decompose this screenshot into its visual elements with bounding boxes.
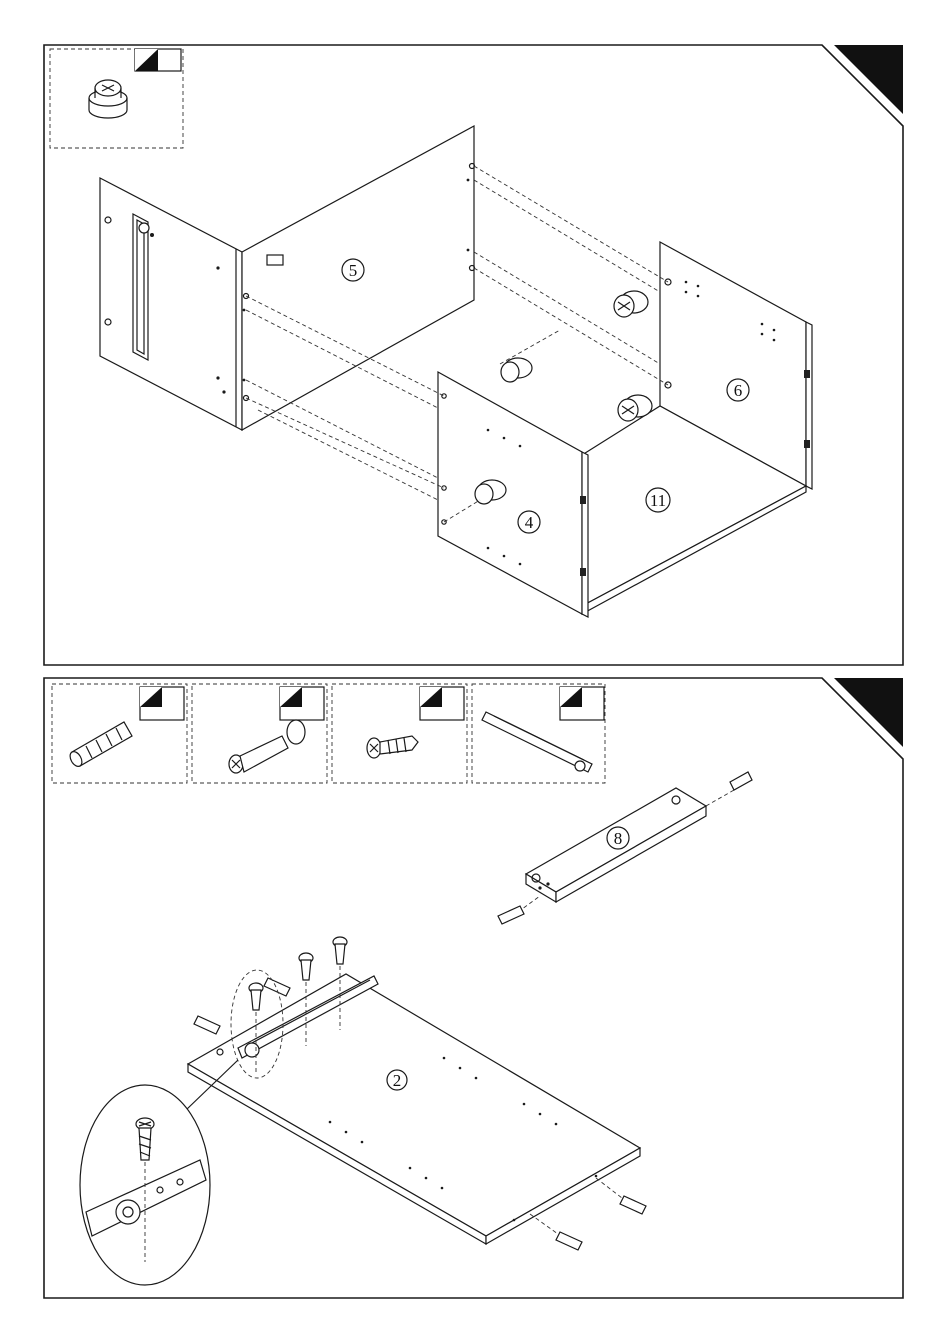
cam-lock-icon [89, 80, 127, 118]
legend-drawer-runner [472, 684, 605, 783]
drawer-runner-icon [482, 712, 592, 772]
step-panel-bottom: 8 2 [44, 678, 903, 1298]
step-panel-top: 5 6 4 11 [44, 45, 903, 665]
cam-lock-icon [501, 358, 532, 382]
part-number: 5 [349, 261, 358, 280]
dowel-icon [498, 906, 524, 924]
legend-cam-bolt [192, 684, 327, 783]
dowel-icon [68, 722, 132, 768]
screw-icon [299, 953, 313, 980]
legend-cam-lock [50, 49, 183, 148]
side-panel-4 [438, 372, 588, 617]
detail-callout [80, 970, 283, 1285]
legend-dowel [52, 684, 187, 783]
dowel-icon [556, 1232, 582, 1250]
dowel-icon [194, 1016, 220, 1034]
part-number: 8 [614, 829, 623, 848]
part-number: 6 [734, 381, 743, 400]
side-panel-left [100, 126, 474, 430]
part-number: 11 [650, 491, 666, 510]
legend-screw [332, 684, 467, 783]
part-number: 2 [393, 1071, 402, 1090]
cam-bolt-icon [229, 720, 305, 773]
cam-lock-icon [614, 291, 648, 317]
dowel-icon [730, 772, 752, 790]
screw-icon [367, 736, 418, 758]
corner-flag-bottom [834, 678, 903, 747]
dowel-icon [264, 978, 290, 996]
part-number: 4 [525, 513, 534, 532]
rail-part-8 [498, 772, 752, 924]
dowel-icon [620, 1196, 646, 1214]
screw-icon [333, 937, 347, 964]
corner-flag-top [834, 45, 903, 114]
screw-icon [249, 983, 263, 1010]
